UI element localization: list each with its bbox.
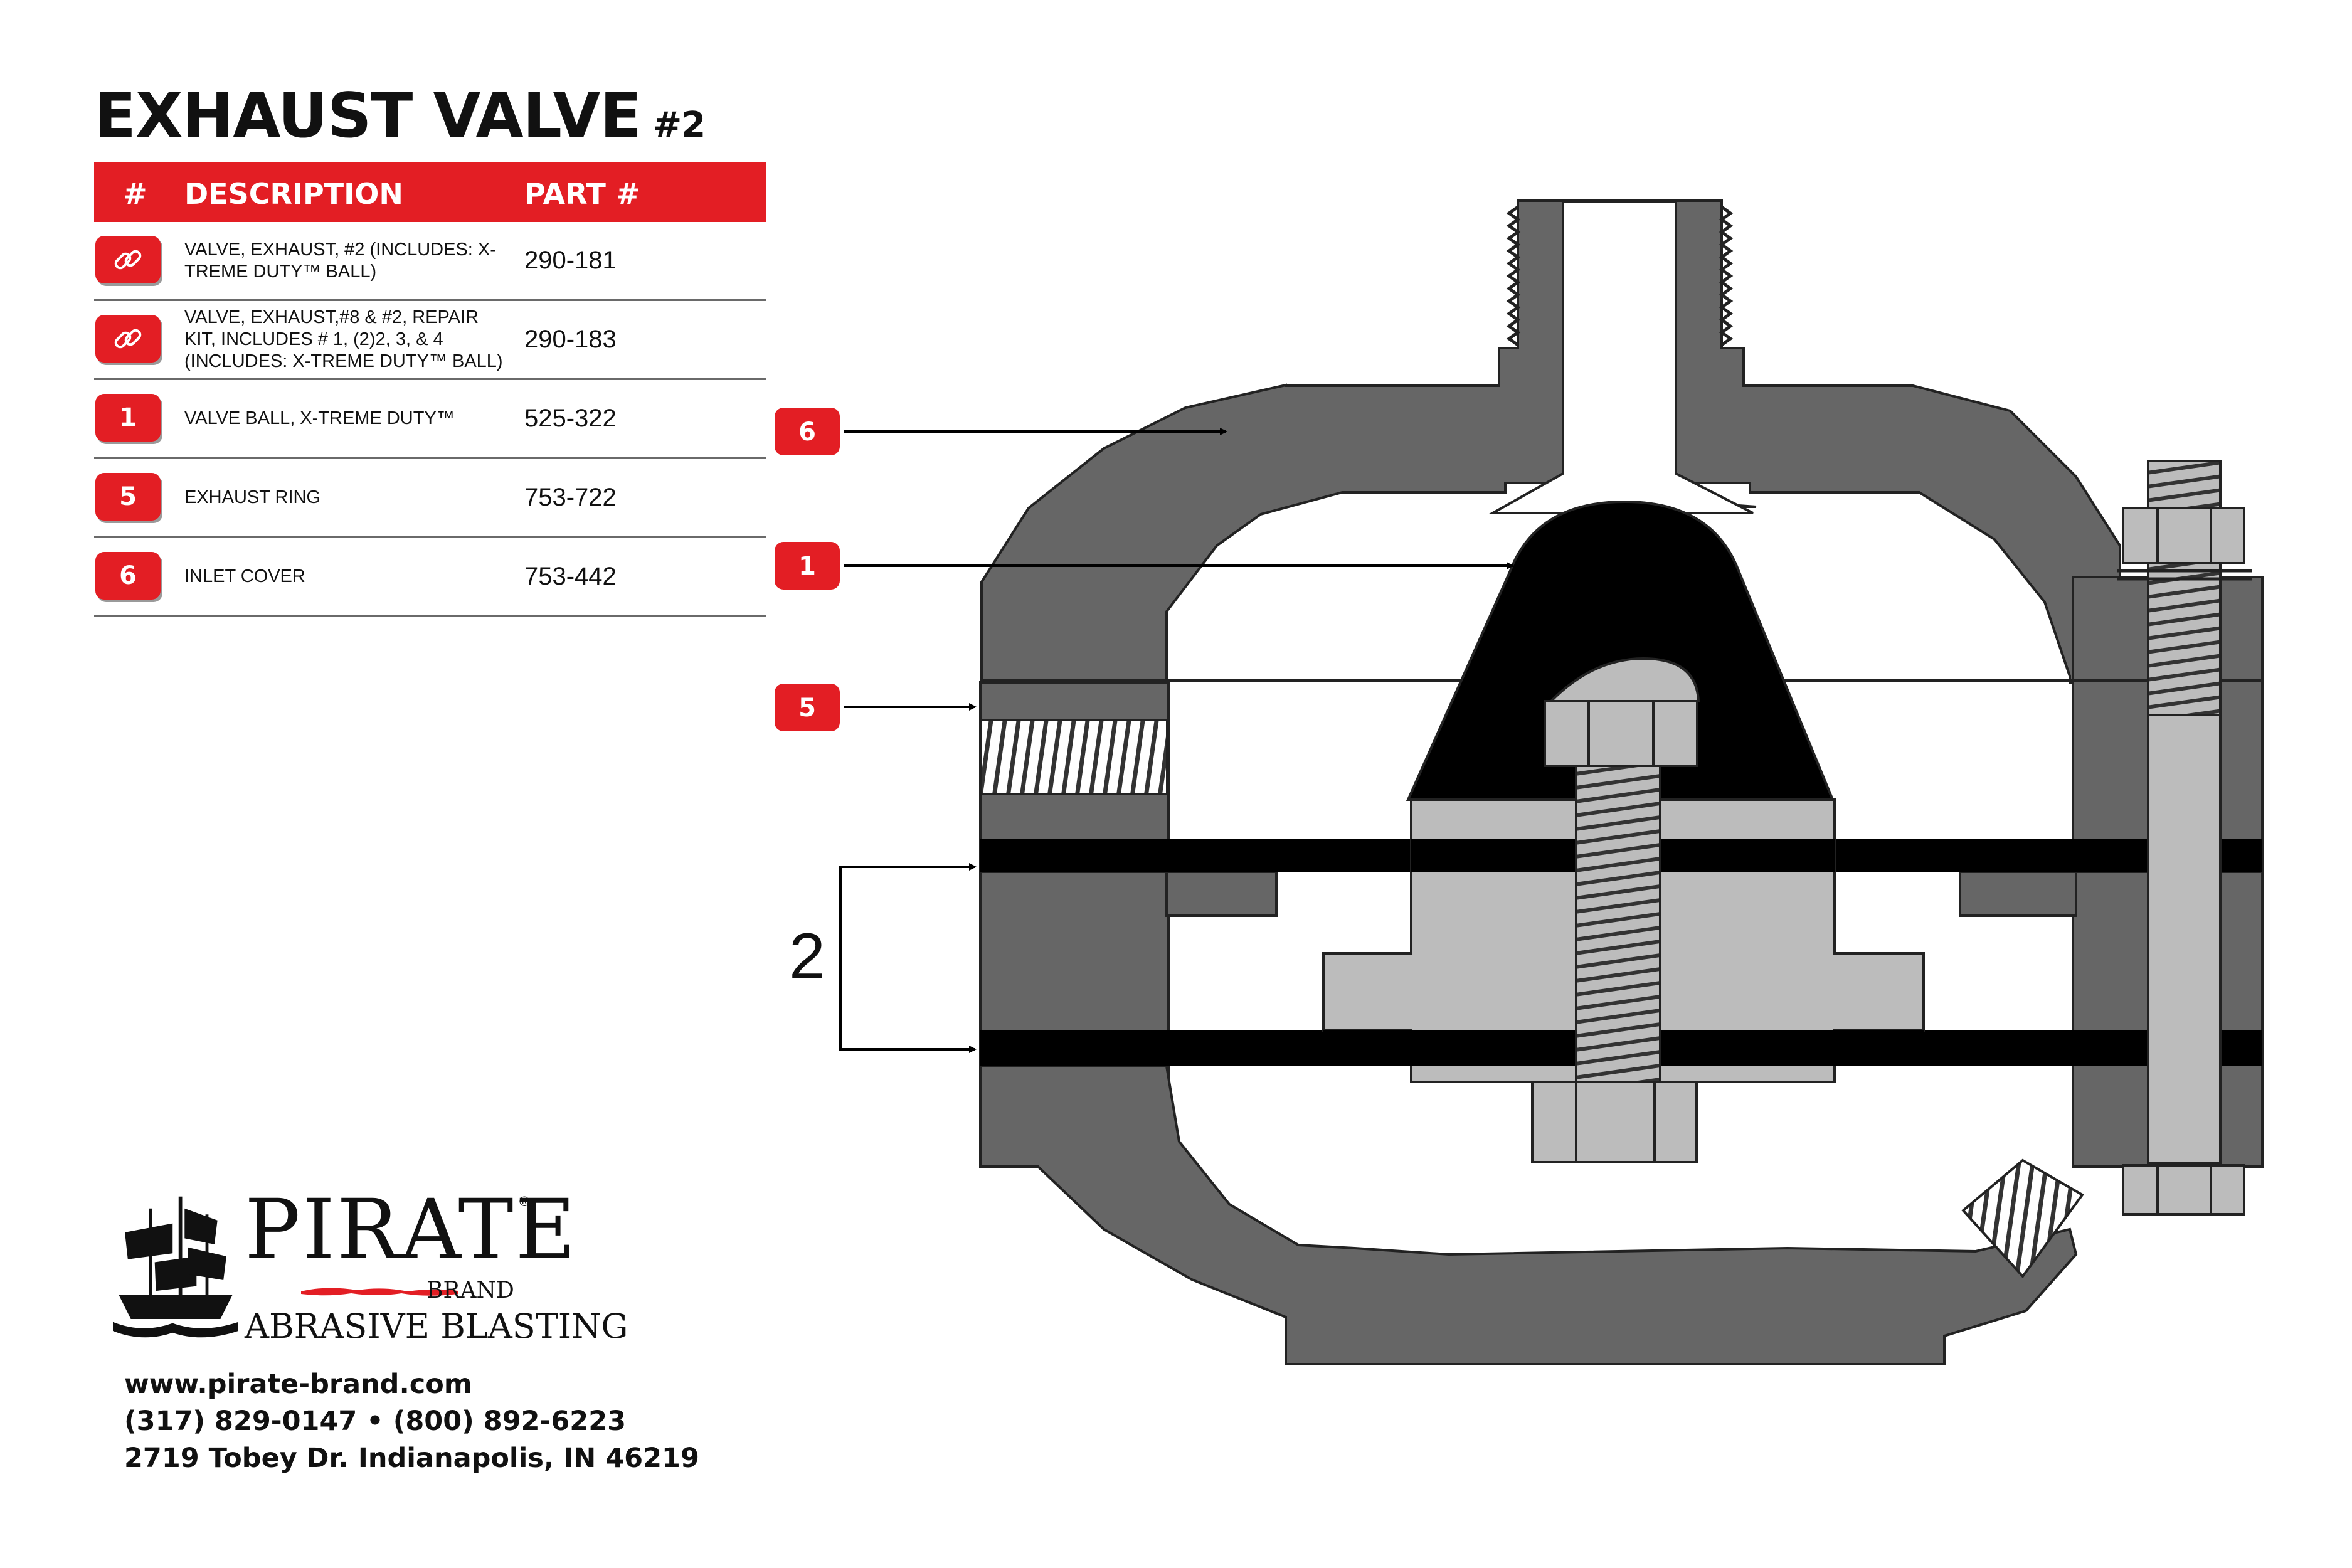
brand-tagline: ABRASIVE BLASTING <box>245 1306 628 1346</box>
row-badge: 5 <box>95 473 161 521</box>
parts-table-header: # DESCRIPTION PART # <box>94 162 766 222</box>
pipe-thread-right <box>1719 205 1734 347</box>
header-part: PART # <box>524 177 640 211</box>
side-nut-bottom <box>2122 1164 2245 1216</box>
row-badge <box>95 236 161 283</box>
pipe-thread-left <box>1506 205 1521 347</box>
link-icon <box>114 329 142 349</box>
callout-number: 6 <box>798 418 816 447</box>
callout-badge <box>775 408 840 455</box>
center-nut-bottom <box>1531 1081 1698 1163</box>
valve-body-lower <box>979 1065 2078 1365</box>
left-inner-step <box>1165 871 1278 917</box>
title-main: EXHAUST VALVE <box>94 80 642 152</box>
brand-logo: PIRATE ® BRAND ABRASIVE BLASTING <box>113 1189 628 1346</box>
callout-number: 1 <box>798 552 816 581</box>
row-description: INLET COVER <box>184 566 305 586</box>
callout-number: 5 <box>798 694 816 723</box>
group-label: 2 <box>789 920 825 993</box>
contact-info: www.pirate-brand.com (317) 829-0147 • (8… <box>124 1366 699 1477</box>
row-part-number: 753-722 <box>524 484 617 511</box>
callout-badge <box>775 542 840 590</box>
callout-5: 5 <box>775 684 977 731</box>
brand-sub: BRAND <box>426 1278 514 1303</box>
center-bolt-dome <box>1548 657 1700 702</box>
row-badge: 6 <box>95 552 161 600</box>
valve-ball <box>1406 500 1835 801</box>
phone-numbers: (317) 829-0147 • (800) 892-6223 <box>124 1406 627 1437</box>
row-description: VALVE, EXHAUST,#8 & #2, REPAIR KIT, INCL… <box>184 307 503 371</box>
title-sub: #2 <box>652 105 706 146</box>
row-part-number: 290-183 <box>524 326 617 353</box>
side-nut-top <box>2122 507 2245 564</box>
table-row: 5 EXHAUST RING 753-722 <box>94 459 766 538</box>
row-description: EXHAUST RING <box>184 487 321 507</box>
row-description: VALVE BALL, X-TREME DUTY™ <box>184 408 455 428</box>
right-inner-step <box>1959 871 2077 917</box>
drain-plug-hatch <box>1961 1158 2084 1279</box>
address: 2719 Tobey Dr. Indianapolis, IN 46219 <box>124 1443 699 1474</box>
row-description: VALVE, EXHAUST, #2 (INCLUDES: X-TREME DU… <box>184 239 496 282</box>
row-part-number: 525-322 <box>524 405 617 432</box>
callout-2-bracket: 2 <box>789 863 977 1053</box>
table-row: VALVE, EXHAUST,#8 & #2, REPAIR KIT, INCL… <box>94 301 766 380</box>
callout-6: 6 <box>775 408 1227 455</box>
row-badge: 1 <box>95 394 161 442</box>
side-bolt-smooth <box>2147 714 2222 1165</box>
table-row: 1 VALVE BALL, X-TREME DUTY™ 525-322 <box>94 380 766 459</box>
brand-registered-mark: ® <box>519 1194 530 1209</box>
ship-icon <box>113 1196 238 1338</box>
callout-1: 1 <box>775 542 1514 590</box>
parts-table: # DESCRIPTION PART # VALVE, EXHAUST, #2 … <box>94 162 766 617</box>
link-icon <box>114 250 142 270</box>
table-row: VALVE, EXHAUST, #2 (INCLUDES: X-TREME DU… <box>94 222 766 301</box>
blood-splash-decoration <box>301 1288 458 1296</box>
inlet-pipe-bore <box>1488 201 1754 514</box>
center-nut-top <box>1544 700 1698 767</box>
row-badge <box>95 315 161 363</box>
row-part-number: 753-442 <box>524 563 617 590</box>
center-bolt-shaft <box>1575 765 1661 1084</box>
header-description: DESCRIPTION <box>184 177 403 211</box>
bracket-line <box>839 866 975 1051</box>
row-part-number: 290-181 <box>524 246 617 274</box>
website-link[interactable]: www.pirate-brand.com <box>124 1369 472 1400</box>
header-num: # <box>123 177 147 211</box>
callout-badge <box>775 684 840 731</box>
table-row: 6 INLET COVER 753-442 <box>94 538 766 617</box>
left-exhaust-ring-hatch <box>979 719 1168 795</box>
brand-name: PIRATE <box>245 1182 578 1278</box>
page-title: EXHAUST VALVE#2 <box>94 80 706 152</box>
